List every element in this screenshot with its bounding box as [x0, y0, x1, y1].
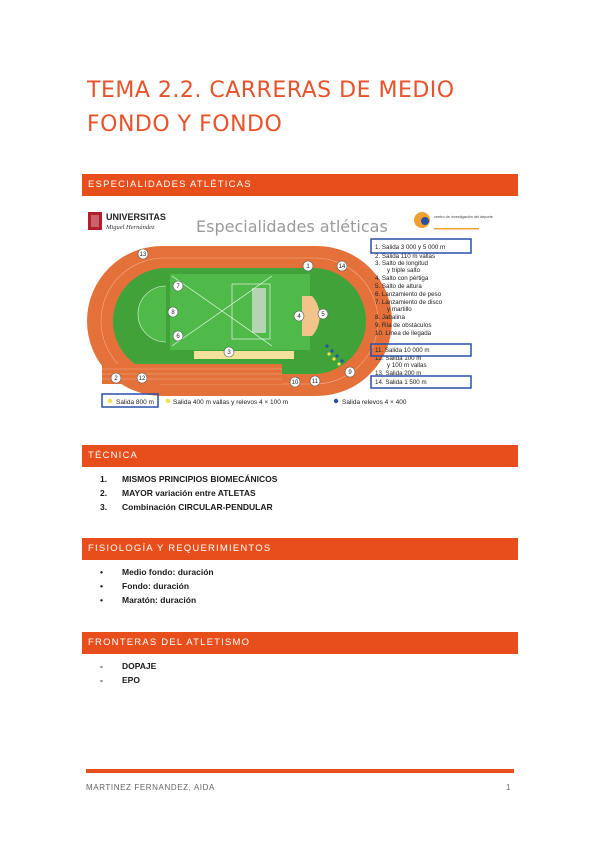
- section-header-fronteras: FRONTERAS DEL ATLETISMO: [82, 632, 518, 654]
- label-relevos: Salida relevos 4 × 400: [342, 399, 407, 406]
- legend-entry: y triple salto: [387, 267, 421, 274]
- label-salida-800: Salida 800 m: [116, 399, 154, 406]
- svg-text:10: 10: [292, 380, 299, 386]
- fisiologia-list: • Medio fondo: duración • Fondo: duración • M…: [100, 565, 214, 607]
- svg-text:4: 4: [297, 314, 301, 320]
- athletics-track-figure: UNIVERSITAS Miguel Hernández Especialida…: [82, 206, 518, 408]
- track-marker: 11: [309, 375, 321, 387]
- legend-entry: 9. Ría de obstáculos: [375, 322, 431, 329]
- track-marker: 14: [336, 260, 348, 272]
- legend-entry: y 100 m vallas: [387, 362, 427, 369]
- svg-text:13: 13: [140, 252, 147, 258]
- tecnica-item-marker: 3.: [100, 502, 108, 512]
- track-marker: 10: [289, 376, 301, 388]
- svg-text:11: 11: [312, 379, 319, 385]
- svg-text:8: 8: [171, 310, 175, 316]
- fronteras-item: - EPO: [100, 673, 156, 687]
- fronteras-item: - DOPAJE: [100, 659, 156, 673]
- track-marker: 6: [172, 330, 184, 342]
- tecnica-item-text: MAYOR variación entre ATLETAS: [122, 488, 256, 498]
- tecnica-item-marker: 2.: [100, 488, 108, 498]
- logo-text-2: Miguel Hernández: [105, 224, 155, 231]
- section-header-tecnica: TÉCNICA: [82, 445, 518, 467]
- track-marker: 9: [344, 366, 356, 378]
- legend-highlight-14: [370, 375, 472, 389]
- svg-text:5: 5: [321, 312, 325, 318]
- legend-entry: 13. Salida 200 m: [375, 370, 421, 377]
- footer-rule: [86, 769, 514, 773]
- track-marker: 7: [172, 280, 184, 292]
- svg-text:12: 12: [139, 376, 146, 382]
- fisiologia-item-text: Medio fondo: duración: [122, 567, 214, 577]
- legend-entry: 8. Jabalina: [375, 314, 405, 321]
- legend-entry: 1. Salida 3 000 y 5 000 m: [375, 244, 445, 251]
- footer-author: MARTINEZ FERNANDEZ, AIDA: [86, 783, 215, 792]
- page-number: 1: [506, 783, 511, 792]
- section-header-fisiologia: FISIOLOGÍA Y REQUERIMIENTOS: [82, 538, 518, 560]
- svg-text:9: 9: [348, 370, 352, 376]
- fisiologia-item: • Maratón: duración: [100, 593, 214, 607]
- cid-logo-text: centro de investigación del deporte: [434, 215, 493, 219]
- fisiologia-item-text: Fondo: duración: [122, 581, 190, 591]
- label-salida-400: Salida 400 m vallas y relevos 4 × 100 m: [173, 399, 288, 406]
- legend-entry: 4. Salto con pértiga: [375, 275, 429, 282]
- legend-entry: 3. Salto de longitud: [375, 260, 429, 267]
- section-header-especialidades: ESPECIALIDADES ATLÉTICAS: [82, 174, 518, 196]
- track-marker: 8: [167, 306, 179, 318]
- track-marker: 4: [293, 310, 305, 322]
- svg-text:7: 7: [176, 284, 180, 290]
- figure-heading: Especialidades atléticas: [196, 217, 388, 236]
- legend-highlight-1: [370, 238, 472, 254]
- cid-logo: centro de investigación del deporte: [414, 212, 493, 230]
- track-marker: 13: [137, 248, 149, 260]
- logo-text-1: UNIVERSITAS: [106, 212, 166, 222]
- tecnica-item-text: Combinación CIRCULAR-PENDULAR: [122, 502, 273, 512]
- fronteras-list: - DOPAJE - EPO: [100, 659, 156, 687]
- legend-highlight-11: [370, 343, 472, 357]
- legend-entry: 14. Salida 1 500 m: [375, 379, 427, 386]
- salida-800-box: [101, 393, 159, 408]
- tecnica-list: 1. MISMOS PRINCIPIOS BIOMECÁNICOS 2. MAYOR …: [100, 472, 277, 514]
- svg-text:14: 14: [339, 264, 346, 270]
- tecnica-item-text: MISMOS PRINCIPIOS BIOMECÁNICOS: [122, 474, 278, 484]
- track-marker: 3: [223, 346, 235, 358]
- track-legend: 1. Salida 3 000 y 5 000 m 2. Salida 110 m…: [375, 244, 445, 386]
- legend-entry: 6. Lanzamiento de peso: [375, 291, 442, 298]
- tecnica-item: 1. MISMOS PRINCIPIOS BIOMECÁNICOS: [100, 472, 277, 486]
- legend-entry: 11. Salida 10 000 m: [375, 347, 430, 354]
- page-title: TEMA 2.2. CARRERAS DE MEDIO FONDO Y FOND…: [87, 78, 455, 137]
- track-diagram: UNIVERSITAS Miguel Hernández Especialida…: [82, 206, 518, 408]
- fronteras-item-marker: -: [100, 661, 103, 671]
- fisiologia-item: • Medio fondo: duración: [100, 565, 214, 579]
- tecnica-item: 3. Combinación CIRCULAR-PENDULAR: [100, 500, 277, 514]
- fronteras-item-text: EPO: [122, 675, 140, 685]
- track: [87, 246, 392, 396]
- tecnica-item: 2. MAYOR variación entre ATLETAS: [100, 486, 277, 500]
- svg-text:1: 1: [306, 264, 310, 270]
- fronteras-item-marker: -: [100, 675, 103, 685]
- track-marker: 1: [302, 260, 314, 272]
- legend-entry: 2. Salida 110 m vallas: [375, 253, 435, 260]
- fisiologia-item: • Fondo: duración: [100, 579, 214, 593]
- svg-text:2: 2: [114, 376, 118, 382]
- fisiologia-item-marker: •: [100, 581, 103, 591]
- umh-logo: UNIVERSITAS Miguel Hernández: [88, 212, 166, 231]
- track-marker: 12: [136, 372, 148, 384]
- fisiologia-item-marker: •: [100, 567, 103, 577]
- fisiologia-item-marker: •: [100, 595, 103, 605]
- fisiologia-item-text: Maratón: duración: [122, 595, 197, 605]
- legend-entry: 12. Salida 100 m: [375, 355, 421, 362]
- legend-entry: y martillo: [387, 306, 412, 313]
- track-marker: 5: [317, 308, 329, 320]
- legend-entry: 10. Línea de llegada: [375, 330, 432, 337]
- tecnica-item-marker: 1.: [100, 474, 108, 484]
- legend-entry: 7. Lanzamiento de disco: [375, 299, 443, 306]
- track-marker: 2: [110, 372, 122, 384]
- legend-entry: 5. Salto de altura: [375, 283, 422, 290]
- fronteras-item-text: DOPAJE: [122, 661, 157, 671]
- svg-text:6: 6: [176, 334, 180, 340]
- svg-text:3: 3: [227, 350, 231, 356]
